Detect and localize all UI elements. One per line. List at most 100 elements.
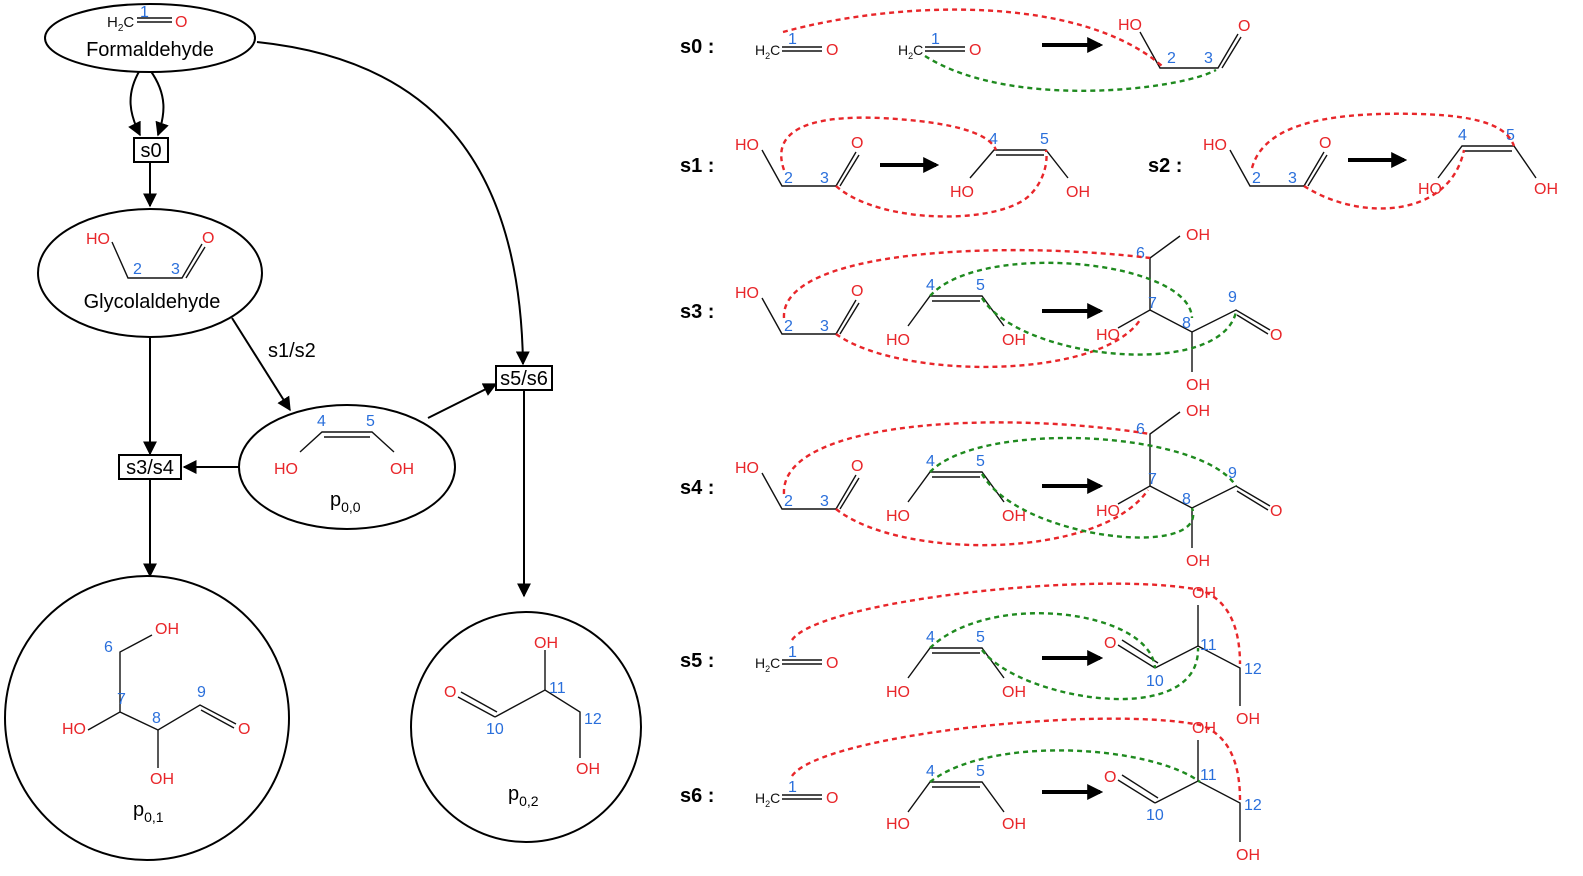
svg-text:OH: OH bbox=[1002, 684, 1026, 701]
svg-text:O: O bbox=[851, 135, 863, 152]
svg-text:OH: OH bbox=[1186, 377, 1210, 394]
svg-text:O: O bbox=[202, 230, 214, 247]
svg-text:11: 11 bbox=[549, 680, 566, 697]
svg-text:11: 11 bbox=[1200, 767, 1217, 784]
node-p01: OH 6 7 8 9 HO O OH p0,1 bbox=[4, 575, 290, 861]
svg-text:OH: OH bbox=[1002, 332, 1026, 349]
svg-text:OH: OH bbox=[534, 635, 558, 652]
svg-text:O: O bbox=[1104, 769, 1116, 786]
svg-text:3: 3 bbox=[1204, 50, 1213, 67]
network-edges bbox=[128, 41, 531, 598]
edge-formaldehyde-to-s56 bbox=[256, 41, 530, 366]
svg-text:3: 3 bbox=[1288, 170, 1297, 187]
svg-text:3: 3 bbox=[820, 493, 829, 510]
svg-text:11: 11 bbox=[1200, 637, 1217, 654]
svg-text:O: O bbox=[1238, 18, 1250, 35]
svg-text:O: O bbox=[238, 721, 250, 738]
svg-text:s3 :: s3 : bbox=[680, 301, 714, 323]
edge-label-s1-s2: s1/s2 bbox=[268, 340, 316, 362]
svg-text:H2C: H2C bbox=[755, 655, 780, 674]
svg-text:O: O bbox=[851, 283, 863, 300]
svg-text:HO: HO bbox=[886, 508, 910, 525]
svg-text:OH: OH bbox=[1236, 711, 1260, 728]
svg-text:HO: HO bbox=[274, 461, 298, 478]
svg-text:HO: HO bbox=[1096, 503, 1120, 520]
svg-text:OH: OH bbox=[1002, 816, 1026, 833]
svg-text:HO: HO bbox=[1118, 17, 1142, 34]
reaction-box-s3-s4: s3/s4 bbox=[118, 454, 182, 480]
svg-text:9: 9 bbox=[197, 684, 206, 701]
svg-text:s0: s0 bbox=[140, 140, 161, 162]
svg-text:8: 8 bbox=[152, 710, 161, 727]
edge-formaldehyde-to-s0-b bbox=[149, 69, 169, 137]
svg-text:2: 2 bbox=[784, 318, 793, 335]
svg-text:2: 2 bbox=[1167, 50, 1176, 67]
network-panel: H2C O 1 Formaldehyde s0 HO O 2 3 Glycola… bbox=[4, 3, 642, 861]
svg-text:HO: HO bbox=[86, 231, 110, 248]
svg-text:OH: OH bbox=[1192, 585, 1216, 602]
edge-glycolaldehyde-to-p00 bbox=[231, 317, 291, 412]
svg-text:2: 2 bbox=[1252, 170, 1261, 187]
svg-text:H2C: H2C bbox=[755, 790, 780, 809]
svg-text:3: 3 bbox=[820, 170, 829, 187]
reaction-s0: s0 : H2C O 1 H2C O 1 HO O 2 3 bbox=[680, 8, 1250, 92]
svg-text:OH: OH bbox=[1534, 181, 1558, 198]
edge-p00-to-s56 bbox=[427, 383, 498, 419]
svg-text:8: 8 bbox=[1182, 315, 1191, 332]
formaldehyde-label: Formaldehyde bbox=[86, 39, 214, 61]
svg-text:HO: HO bbox=[735, 285, 759, 302]
reaction-box-s0: s0 bbox=[133, 137, 169, 163]
svg-text:6: 6 bbox=[1136, 245, 1145, 262]
svg-text:1: 1 bbox=[788, 31, 797, 48]
svg-text:H2C: H2C bbox=[898, 42, 923, 61]
svg-text:HO: HO bbox=[1203, 137, 1227, 154]
svg-text:6: 6 bbox=[104, 639, 113, 656]
svg-text:OH: OH bbox=[1002, 508, 1026, 525]
svg-text:7: 7 bbox=[1148, 295, 1157, 312]
svg-text:10: 10 bbox=[1146, 807, 1164, 824]
svg-text:5: 5 bbox=[976, 277, 985, 294]
svg-text:O: O bbox=[826, 790, 838, 807]
svg-text:s5 :: s5 : bbox=[680, 650, 714, 672]
svg-text:2: 2 bbox=[133, 261, 142, 278]
svg-text:1: 1 bbox=[931, 31, 940, 48]
svg-text:OH: OH bbox=[1186, 553, 1210, 570]
svg-text:O: O bbox=[175, 14, 187, 31]
svg-text:s6 :: s6 : bbox=[680, 785, 714, 807]
svg-text:O: O bbox=[826, 42, 838, 59]
p00-label: p0,0 bbox=[330, 489, 361, 515]
svg-text:5: 5 bbox=[976, 763, 985, 780]
svg-text:O: O bbox=[1270, 327, 1282, 344]
p01-label: p0,1 bbox=[133, 799, 164, 825]
svg-text:HO: HO bbox=[1096, 327, 1120, 344]
svg-text:HO: HO bbox=[1418, 181, 1442, 198]
svg-text:H2C: H2C bbox=[755, 42, 780, 61]
svg-text:8: 8 bbox=[1182, 491, 1191, 508]
edge-formaldehyde-to-s0-a bbox=[128, 69, 141, 137]
svg-text:HO: HO bbox=[950, 184, 974, 201]
node-p02: O OH 11 10 12 OH p0,2 bbox=[410, 611, 642, 843]
svg-text:s0 :: s0 : bbox=[680, 36, 714, 58]
svg-text:4: 4 bbox=[926, 763, 935, 780]
svg-text:HO: HO bbox=[886, 332, 910, 349]
svg-text:OH: OH bbox=[1192, 720, 1216, 737]
svg-text:OH: OH bbox=[390, 461, 414, 478]
svg-text:1: 1 bbox=[788, 644, 797, 661]
svg-text:OH: OH bbox=[1066, 184, 1090, 201]
svg-text:5: 5 bbox=[976, 629, 985, 646]
svg-text:7: 7 bbox=[117, 691, 126, 708]
svg-text:O: O bbox=[969, 42, 981, 59]
node-p00: 4 5 HO OH p0,0 bbox=[238, 404, 456, 530]
svg-text:H2C: H2C bbox=[107, 14, 134, 34]
svg-text:4: 4 bbox=[989, 131, 998, 148]
svg-text:HO: HO bbox=[735, 137, 759, 154]
glycolaldehyde-label: Glycolaldehyde bbox=[84, 291, 221, 313]
svg-text:s4 :: s4 : bbox=[680, 477, 714, 499]
